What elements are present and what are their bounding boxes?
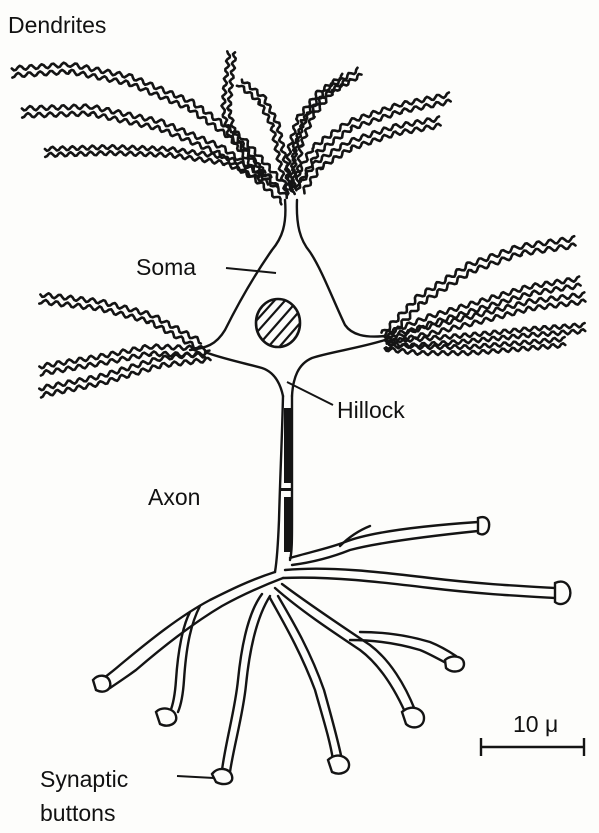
soma-lower-edge xyxy=(205,340,385,396)
axon xyxy=(275,396,293,572)
synaptic-button xyxy=(212,769,232,784)
hillock-leader xyxy=(287,382,333,405)
label-dendrites: Dendrites xyxy=(8,12,106,38)
dendrite-strand xyxy=(40,293,200,343)
label-buttons: buttons xyxy=(40,800,115,826)
apical-dendrites xyxy=(12,51,451,204)
scale-bar xyxy=(480,738,585,756)
axon-terminals xyxy=(93,517,570,784)
label-scale: 10 μ xyxy=(513,711,558,737)
synaptic-button xyxy=(402,708,424,728)
basal-dendrites xyxy=(39,236,585,397)
label-axon: Axon xyxy=(148,484,200,510)
synaptic-button xyxy=(93,676,110,692)
label-synaptic: Synaptic xyxy=(40,766,128,792)
synaptic-button xyxy=(445,657,464,672)
nucleus xyxy=(246,290,312,364)
synaptic-button xyxy=(555,582,570,604)
synaptic-button xyxy=(478,517,489,534)
synaptic-button xyxy=(328,756,349,774)
label-hillock: Hillock xyxy=(337,397,405,423)
synaptic-leader xyxy=(177,776,214,778)
label-soma: Soma xyxy=(136,254,196,280)
soma-leader xyxy=(226,268,276,273)
synaptic-button xyxy=(156,709,176,726)
